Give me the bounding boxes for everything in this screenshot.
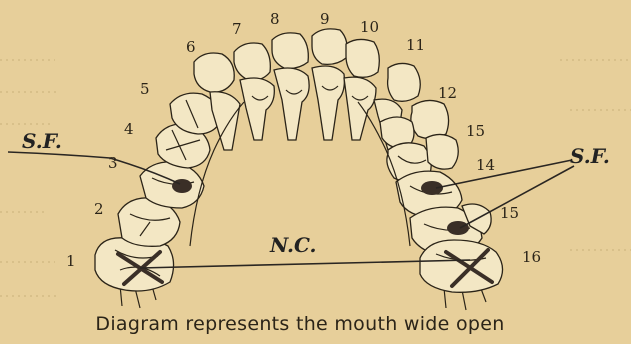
tooth-8 (272, 33, 309, 140)
tooth-9 (312, 29, 347, 140)
sf-right-label: S.F. (570, 144, 610, 168)
tooth-number-12: 12 (438, 84, 457, 102)
tooth-number-9: 9 (320, 10, 330, 28)
nc-label: N.C. (269, 233, 317, 257)
tooth-number-8: 8 (270, 10, 280, 28)
tooth-number-13: 15 (466, 122, 485, 140)
tooth-number-10: 10 (360, 18, 379, 36)
tooth-number-15: 15 (500, 204, 519, 222)
tooth-10 (344, 39, 379, 140)
tooth-7 (234, 43, 274, 140)
tooth-number-3: 3 (108, 154, 118, 172)
tooth-number-2: 2 (94, 200, 104, 218)
tooth-number-5: 5 (140, 80, 150, 98)
tooth-3 (140, 162, 204, 208)
tooth-number-11: 11 (406, 36, 425, 54)
figure-caption: Diagram represents the mouth wide open (0, 313, 600, 335)
sf-right-pointer-1 (436, 160, 572, 188)
tooth-number-1: 1 (66, 252, 76, 270)
tooth-number-6: 6 (186, 38, 196, 56)
tooth-number-7: 7 (232, 20, 242, 38)
sf-left-label: S.F. (22, 129, 62, 153)
tooth-number-14: 14 (476, 156, 495, 174)
tooth-number-16: 16 (522, 248, 541, 266)
filling-right-lower (447, 221, 469, 235)
tooth-number-4: 4 (124, 120, 134, 138)
